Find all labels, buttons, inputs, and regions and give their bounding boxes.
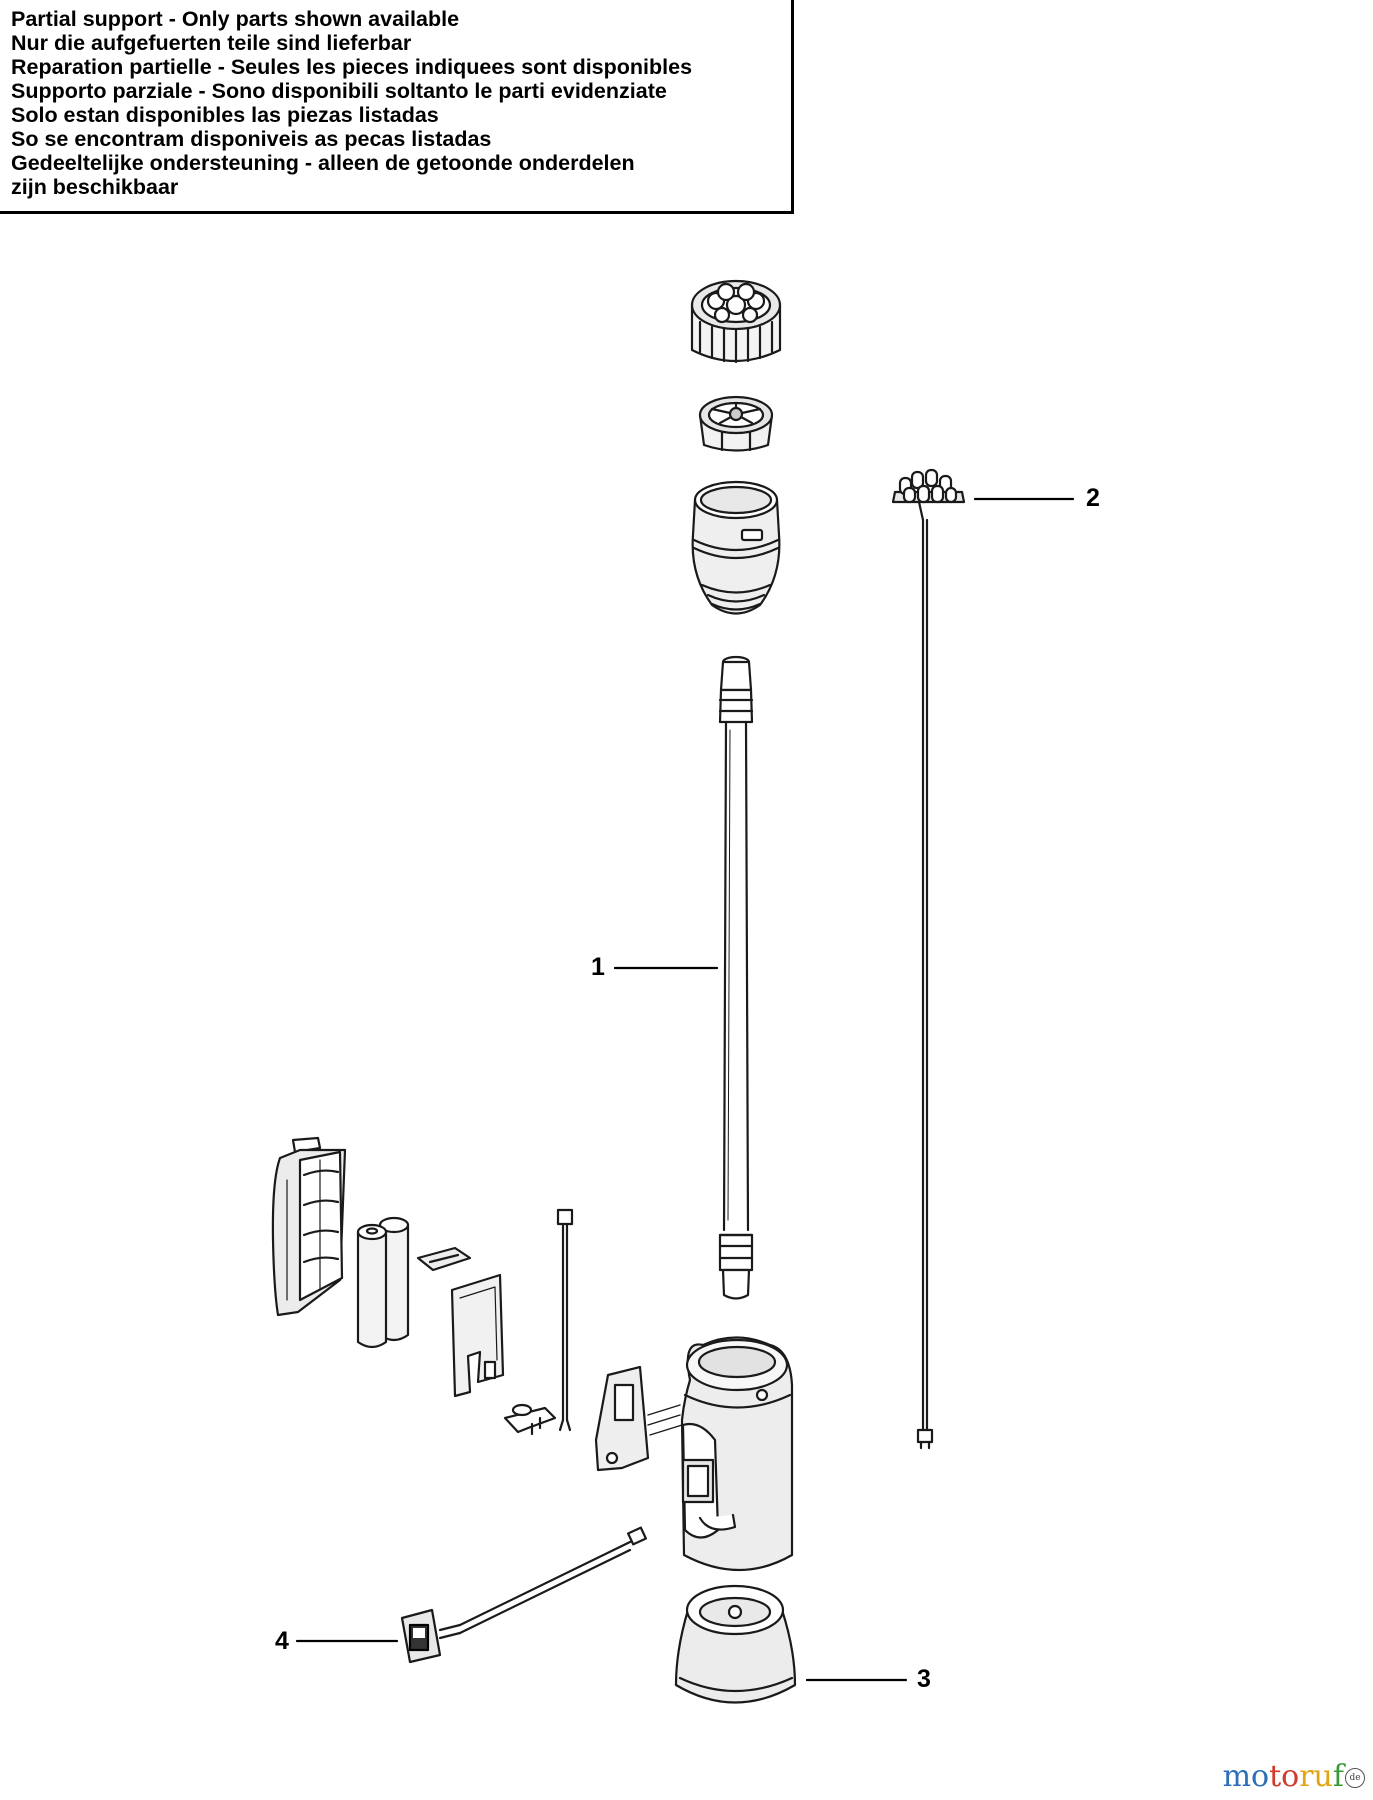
notice-line-it: Supporto parziale - Sono disponibili sol… bbox=[11, 79, 667, 103]
callout-2: 2 bbox=[1086, 484, 1100, 512]
notice-line-nl-cont: zijn beschikbaar bbox=[11, 175, 179, 199]
lens-cap bbox=[690, 279, 782, 364]
notice-line-en: Partial support - Only parts shown avail… bbox=[11, 7, 460, 31]
circuit-board bbox=[450, 1273, 505, 1398]
switch-clip bbox=[503, 1403, 557, 1436]
connector-wire bbox=[556, 1208, 574, 1432]
notice-line-nl: Gedeeltelijke ondersteuning - alleen de … bbox=[11, 151, 635, 175]
notice-line-de: Nur die aufgefuerten teile sind lieferba… bbox=[11, 31, 412, 55]
rocker-switch-part-4 bbox=[400, 1526, 647, 1664]
led-board-part-2 bbox=[891, 468, 966, 1450]
notice-line-fr: Reparation partielle - Seules les pieces… bbox=[11, 55, 693, 79]
base-cap-part-3 bbox=[674, 1584, 797, 1704]
handle-body bbox=[680, 1336, 794, 1571]
battery-cover bbox=[271, 1136, 347, 1317]
notice-line-es: Solo estan disponibles las piezas listad… bbox=[11, 103, 439, 127]
head-housing bbox=[691, 480, 781, 615]
watermark-seal: de bbox=[1345, 1768, 1365, 1788]
callout-4: 4 bbox=[275, 1627, 289, 1655]
notice-line-pt: So se encontram disponiveis as pecas lis… bbox=[11, 127, 492, 151]
availability-notice: Partial support - Only parts shown avail… bbox=[0, 0, 794, 214]
watermark-text: motoruf bbox=[1222, 1759, 1344, 1794]
contact-plate bbox=[416, 1246, 472, 1272]
tube-part-1 bbox=[718, 655, 754, 1300]
callout-3: 3 bbox=[917, 1665, 931, 1693]
batteries bbox=[356, 1216, 410, 1349]
reflector bbox=[698, 395, 774, 452]
callout-1: 1 bbox=[591, 953, 605, 981]
switch-bracket bbox=[594, 1365, 683, 1472]
